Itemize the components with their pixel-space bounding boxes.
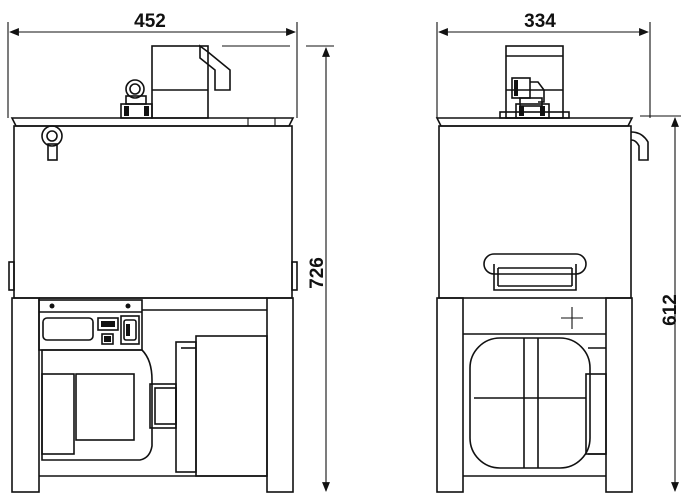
side-base-frame xyxy=(436,297,633,493)
front-height-label: 726 xyxy=(307,257,328,289)
dimension-front-height: 726 xyxy=(306,45,334,492)
front-pump-motor xyxy=(41,335,268,477)
front-lid xyxy=(10,117,295,127)
front-width-label: 452 xyxy=(134,11,166,32)
side-front-handle xyxy=(483,253,587,291)
front-control-panel xyxy=(38,299,143,351)
front-left-nozzle xyxy=(41,125,63,161)
front-view xyxy=(8,44,298,493)
side-right-nozzle xyxy=(630,131,649,161)
side-height-label: 612 xyxy=(660,294,681,326)
dimension-side-width: 334 xyxy=(436,11,651,118)
front-top-valve xyxy=(120,79,153,119)
side-width-label: 334 xyxy=(524,11,556,32)
side-crosshair xyxy=(561,307,583,329)
front-left-handle xyxy=(8,261,15,291)
front-tank xyxy=(13,125,293,299)
side-tank xyxy=(438,125,632,299)
side-lid xyxy=(435,117,634,127)
dimension-side-height: 612 xyxy=(640,115,681,492)
dimension-front-width: 452 xyxy=(7,11,298,118)
side-view xyxy=(435,45,649,493)
front-top-motor xyxy=(151,44,290,119)
side-pump-motor xyxy=(469,337,607,469)
front-right-handle xyxy=(291,261,298,291)
